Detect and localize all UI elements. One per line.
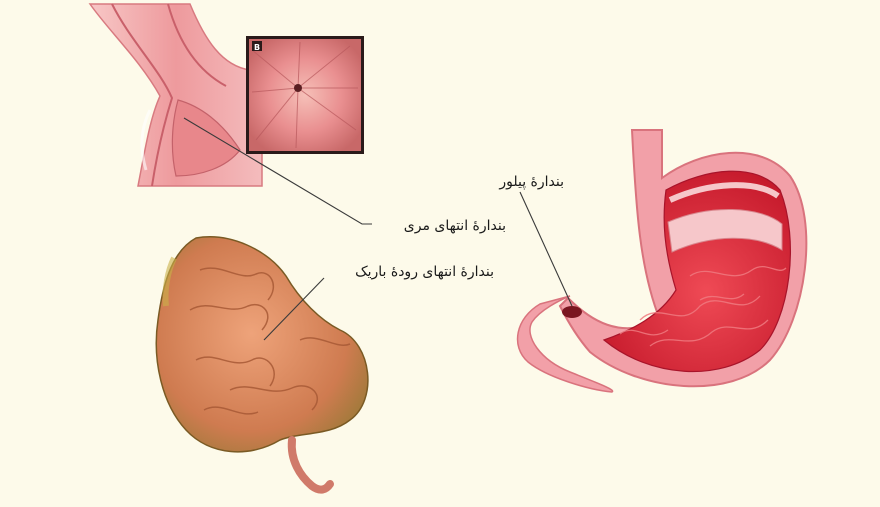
endoscopy-inset: B [246, 36, 364, 154]
inset-panel-letter: B [254, 43, 260, 52]
leader-line-pylorus [520, 192, 572, 306]
esophagus-illustration [90, 4, 262, 186]
label-lower-esophageal-sphincter: بندارهٔ انتهای مری [404, 218, 506, 234]
intestine-illustration [156, 237, 368, 490]
label-ileocecal-sphincter: بندارهٔ انتهای رودهٔ باریک [355, 264, 494, 280]
label-pyloric-sphincter: بندارهٔ پیلور [499, 174, 564, 190]
stomach-illustration [518, 130, 807, 392]
